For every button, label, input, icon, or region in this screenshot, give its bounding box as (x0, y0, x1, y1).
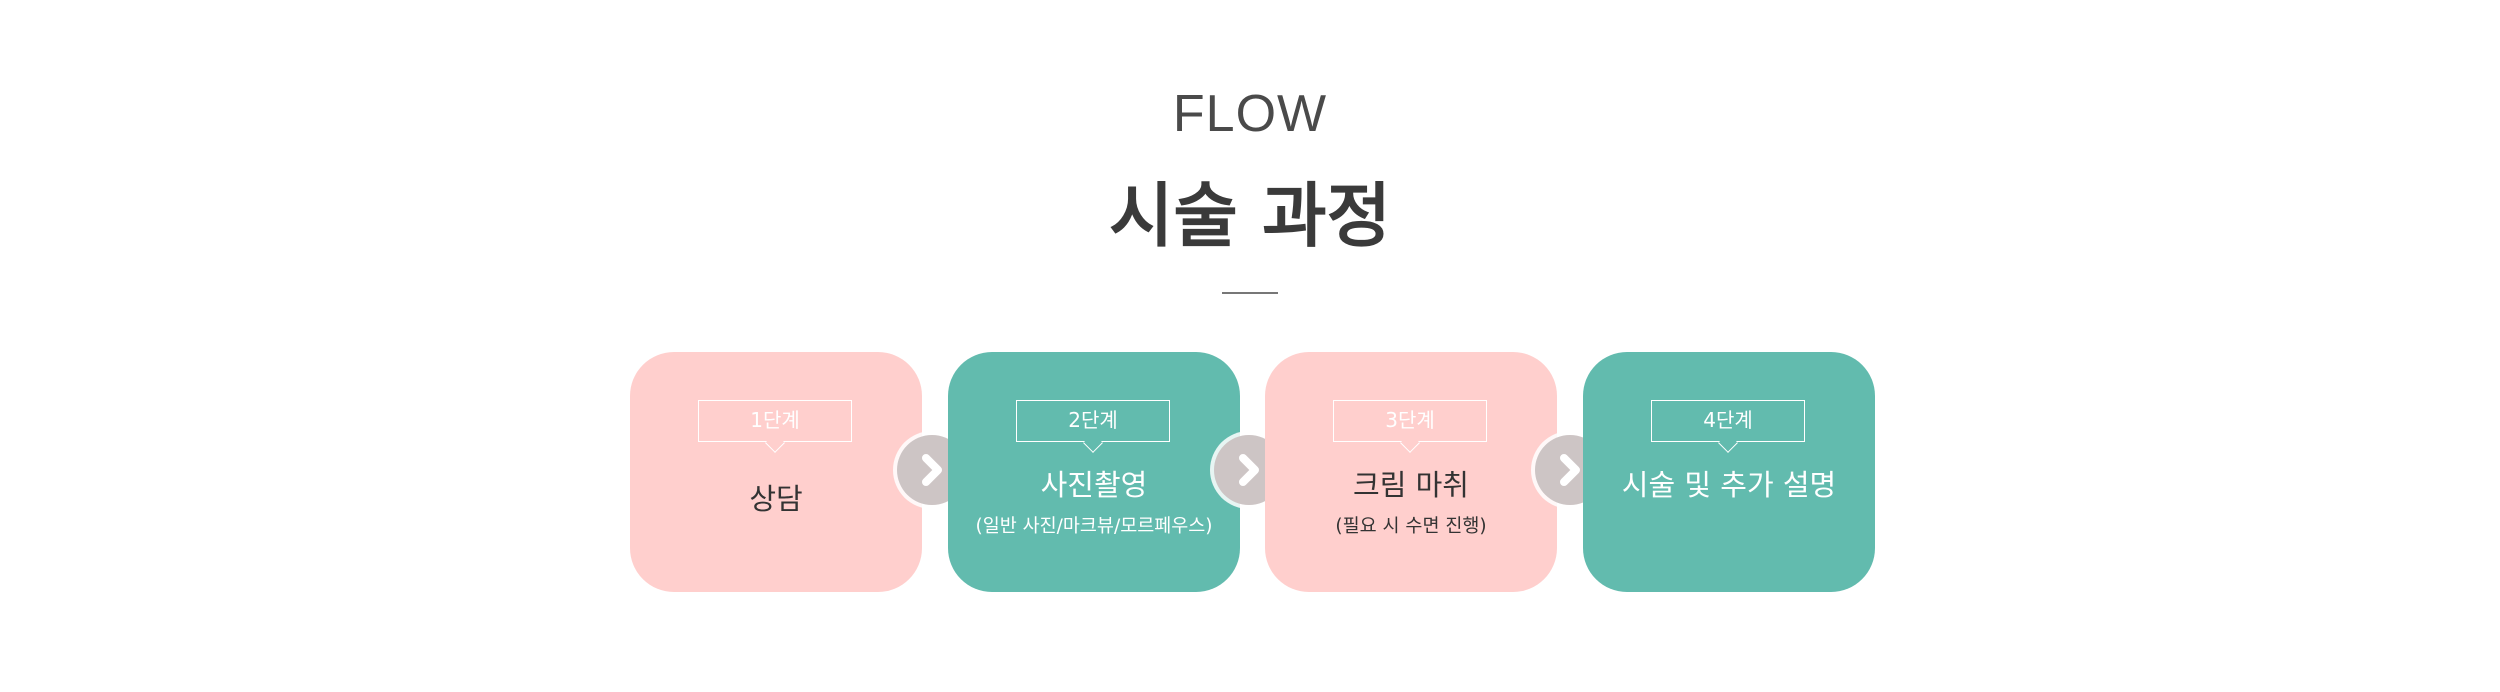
step-badge: 3단계 (1333, 400, 1487, 442)
step-card-1: 1단계 상담 (630, 352, 922, 592)
step-card-4: 4단계 시술 및 추가 설명 (1583, 352, 1875, 592)
step-badge: 2단계 (1016, 400, 1170, 442)
step-card-3: 3단계 크림 마취 (필요 시 수면 진행) (1265, 352, 1557, 592)
step-title: 사진촬영 (1040, 468, 1148, 502)
step-badge: 4단계 (1651, 400, 1805, 442)
step-card-2: 2단계 사진촬영 (일반 사진/마크뷰/모르페우스) (948, 352, 1240, 592)
step-title: 상담 (749, 482, 803, 516)
section-eyebrow: FLOW (1172, 85, 1328, 143)
step-subtitle: (필요 시 수면 진행) (1335, 516, 1487, 537)
step-title: 크림 마취 (1353, 468, 1469, 502)
section-title: 시술 과정 (1109, 175, 1391, 257)
title-divider (1222, 292, 1278, 294)
step-title: 시술 및 추가 설명 (1621, 468, 1837, 502)
step-subtitle: (일반 사진/마크뷰/모르페우스) (975, 516, 1213, 537)
step-badge: 1단계 (698, 400, 852, 442)
